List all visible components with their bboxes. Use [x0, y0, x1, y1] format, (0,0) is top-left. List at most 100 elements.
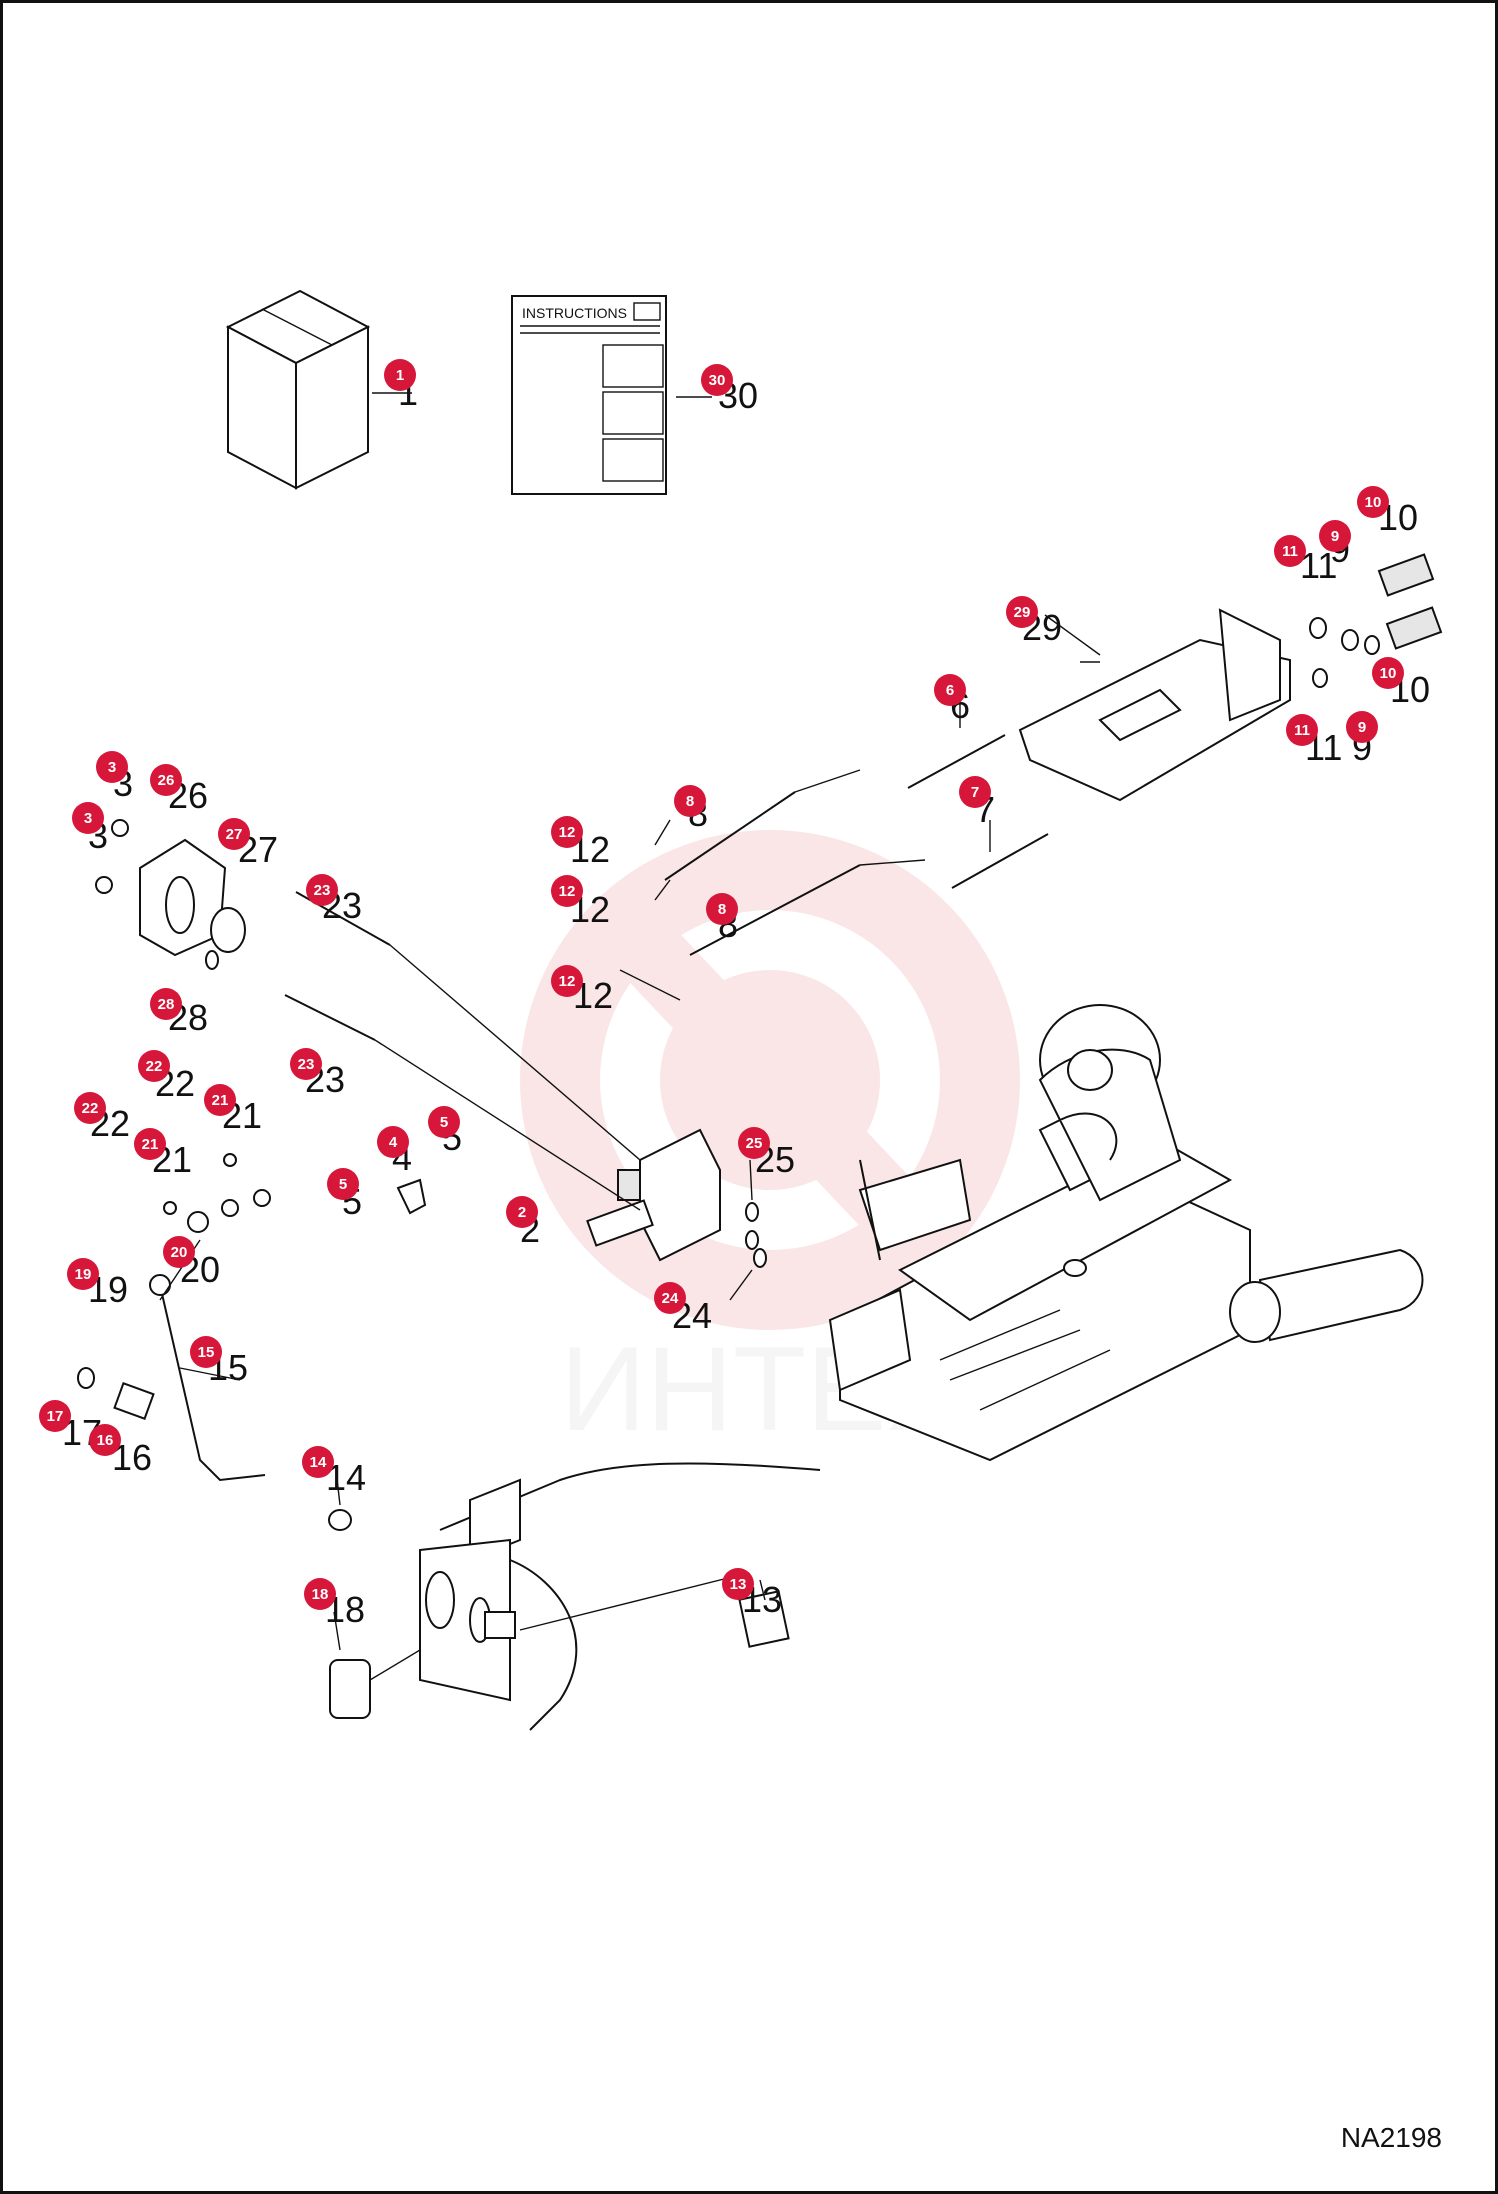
callout-badge-23a: 23: [306, 874, 338, 906]
svg-text:5: 5: [440, 1114, 448, 1131]
callout-badge-12b: 12: [551, 875, 583, 907]
svg-text:12: 12: [559, 824, 576, 841]
drawing-code: NA2198: [1340, 2122, 1442, 2153]
svg-text:12: 12: [559, 883, 576, 900]
callout-badge-8b: 8: [706, 893, 738, 925]
callout-badge-21a: 21: [204, 1084, 236, 1116]
svg-text:19: 19: [75, 1266, 92, 1283]
couplers: [1309, 553, 1443, 688]
svg-text:8: 8: [718, 901, 726, 918]
svg-text:8: 8: [686, 793, 694, 810]
svg-text:10: 10: [1365, 494, 1382, 511]
svg-text:3: 3: [108, 759, 116, 776]
bracket-rail: [1018, 608, 1291, 802]
callout-badge-5a: 5: [428, 1106, 460, 1138]
callout-badge-5b: 5: [327, 1168, 359, 1200]
callout-badge-24: 24: [654, 1282, 686, 1314]
callout-badge-3b: 3: [72, 802, 104, 834]
callout-badge-11b: 11: [1286, 714, 1318, 746]
callout-badge-20: 20: [163, 1236, 195, 1268]
callout-badge-2: 2: [506, 1196, 538, 1228]
callout-badge-30: 30: [701, 364, 733, 396]
svg-text:14: 14: [310, 1454, 327, 1471]
callout-badge-17: 17: [39, 1400, 71, 1432]
svg-text:18: 18: [312, 1586, 329, 1603]
callout-badge-9b: 9: [1346, 711, 1378, 743]
callout-badge-25: 25: [738, 1127, 770, 1159]
callout-badge-12a: 12: [551, 816, 583, 848]
svg-text:2: 2: [518, 1204, 526, 1221]
svg-text:6: 6: [946, 682, 954, 699]
svg-text:23: 23: [314, 882, 331, 899]
svg-text:22: 22: [82, 1100, 99, 1117]
svg-text:20: 20: [171, 1244, 188, 1261]
svg-text:23: 23: [298, 1056, 315, 1073]
svg-text:11: 11: [1294, 722, 1310, 739]
long-bolts: [284, 891, 641, 1211]
callout-badge-9a: 9: [1319, 520, 1351, 552]
callout-badge-10a: 10: [1357, 486, 1389, 518]
callout-badge-11a: 11: [1274, 535, 1306, 567]
svg-text:21: 21: [212, 1092, 229, 1109]
hitch-housing: [828, 1004, 1424, 1462]
callout-badge-10b: 10: [1372, 657, 1404, 689]
callout-badge-13: 13: [722, 1568, 754, 1600]
callout-badge-16: 16: [89, 1424, 121, 1456]
svg-text:16: 16: [97, 1432, 114, 1449]
callout-badge-12c: 12: [551, 965, 583, 997]
svg-text:24: 24: [662, 1290, 679, 1307]
callout-badge-23b: 23: [290, 1048, 322, 1080]
svg-text:26: 26: [158, 772, 175, 789]
svg-text:3: 3: [84, 810, 92, 827]
callout-badge-22b: 22: [74, 1092, 106, 1124]
svg-text:11: 11: [1282, 543, 1298, 560]
svg-text:9: 9: [1331, 528, 1339, 545]
svg-text:1: 1: [396, 367, 404, 384]
instructions-label: INSTRUCTIONS: [522, 305, 627, 321]
mounting-plate: [95, 819, 246, 957]
svg-text:13: 13: [730, 1576, 747, 1593]
callout-badge-14: 14: [302, 1446, 334, 1478]
svg-text:21: 21: [142, 1136, 159, 1153]
fender-panel: [329, 1462, 821, 1731]
callout-badge-27: 27: [218, 818, 250, 850]
callout-badge-29: 29: [1006, 596, 1038, 628]
svg-text:4: 4: [389, 1134, 398, 1151]
box-part: [225, 289, 412, 490]
callout-badge-3a: 3: [96, 751, 128, 783]
callout-badge-8a: 8: [674, 785, 706, 817]
svg-text:25: 25: [746, 1135, 763, 1152]
svg-text:5: 5: [339, 1176, 347, 1193]
callout-badge-1: 1: [384, 359, 416, 391]
callout-badge-4: 4: [377, 1126, 409, 1158]
callout-badge-7: 7: [959, 776, 991, 808]
callout-badge-6: 6: [934, 674, 966, 706]
o-rings: [205, 950, 767, 1268]
callout-badge-28: 28: [150, 988, 182, 1020]
svg-text:17: 17: [47, 1408, 64, 1425]
svg-text:27: 27: [226, 826, 243, 843]
svg-text:28: 28: [158, 996, 175, 1013]
callout-badges: 1 30 10 11 9 29 6 10 11 9 3 26 3 27 8 12…: [39, 359, 1404, 1610]
svg-text:22: 22: [146, 1058, 163, 1075]
callout-badge-21b: 21: [134, 1128, 166, 1160]
callout-badge-19: 19: [67, 1258, 99, 1290]
leader-lines: [159, 614, 1101, 1651]
callout-badge-26: 26: [150, 764, 182, 796]
callout-badge-22a: 22: [138, 1050, 170, 1082]
callout-badge-15: 15: [190, 1336, 222, 1368]
svg-text:7: 7: [971, 784, 979, 801]
svg-text:10: 10: [1380, 665, 1397, 682]
callout-badge-18: 18: [304, 1578, 336, 1610]
svg-text:29: 29: [1014, 604, 1031, 621]
control-valve: [586, 1128, 721, 1262]
hydraulic-tubes: [664, 734, 1049, 956]
svg-text:15: 15: [198, 1344, 215, 1361]
lever-linkage: [77, 1153, 427, 1531]
callout-label-11a: 11: [1300, 545, 1337, 586]
svg-text:12: 12: [559, 973, 576, 990]
instructions-sheet: INSTRUCTIONS: [511, 295, 712, 495]
svg-text:9: 9: [1358, 719, 1366, 736]
